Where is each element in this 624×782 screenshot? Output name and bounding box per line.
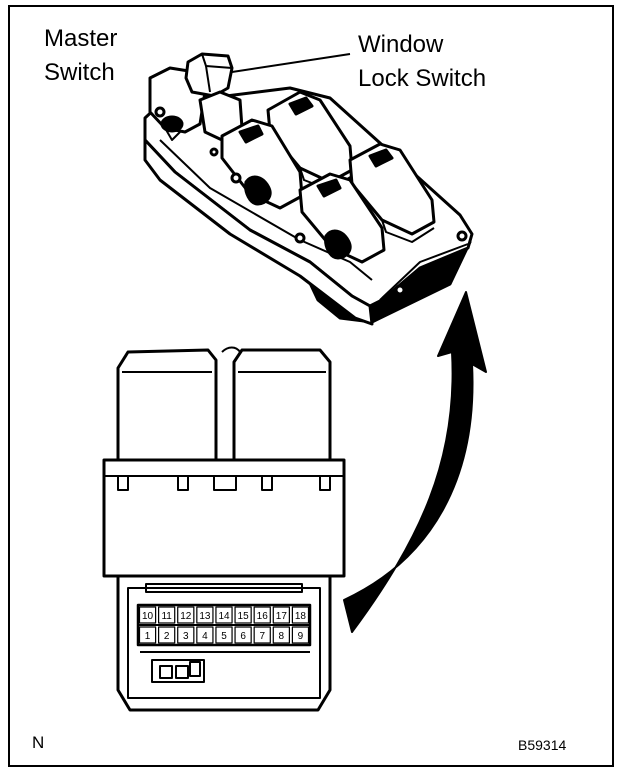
pin-cell bbox=[272, 606, 290, 624]
pin-cell bbox=[253, 606, 271, 624]
pin-cell bbox=[215, 626, 233, 644]
figure-code: B59314 bbox=[518, 737, 567, 753]
pin-number: 1 bbox=[145, 631, 151, 642]
master-switch-assembly bbox=[143, 52, 474, 326]
window-lock-label-line1: Window bbox=[358, 31, 444, 58]
pin-cell bbox=[196, 626, 214, 644]
pin-cell bbox=[253, 626, 271, 644]
pin-number: 7 bbox=[259, 631, 265, 642]
curved-arrow bbox=[343, 291, 487, 633]
master-switch-label-line1: Master bbox=[44, 25, 118, 52]
pin-number: 5 bbox=[221, 631, 227, 642]
pin-number: 17 bbox=[276, 611, 288, 622]
corner-label: N bbox=[32, 733, 45, 752]
window-lock-label-line2: Lock Switch bbox=[358, 65, 487, 92]
pin-cell bbox=[291, 626, 310, 644]
pin-number: 15 bbox=[238, 611, 250, 622]
pin-cell bbox=[177, 606, 195, 624]
pin-number: 3 bbox=[183, 631, 189, 642]
pin-cell bbox=[215, 606, 233, 624]
pin-number: 12 bbox=[180, 611, 192, 622]
pin-number: 4 bbox=[202, 631, 208, 642]
pin-cell bbox=[177, 626, 195, 644]
pin-cell bbox=[138, 606, 157, 624]
master-switch-label-line2: Switch bbox=[44, 59, 115, 86]
pin-number: 11 bbox=[161, 611, 172, 622]
pin-cell bbox=[272, 626, 290, 644]
pin-cell bbox=[138, 626, 157, 644]
pin-number: 6 bbox=[240, 631, 246, 642]
pin-cell bbox=[291, 606, 310, 624]
pin-number: 13 bbox=[199, 611, 211, 622]
pin-number: 9 bbox=[298, 631, 304, 642]
pin-cell bbox=[234, 626, 252, 644]
window-lock-leader-line bbox=[231, 53, 351, 73]
pin-cell bbox=[234, 606, 252, 624]
pin-number: 18 bbox=[295, 611, 307, 622]
pin-number: 8 bbox=[279, 631, 285, 642]
pin-number: 2 bbox=[164, 631, 170, 642]
pin-cell bbox=[196, 606, 214, 624]
connector-assembly bbox=[102, 346, 346, 712]
pin-number: 16 bbox=[257, 611, 269, 622]
pin-cell bbox=[158, 626, 176, 644]
pin-cell bbox=[158, 606, 176, 624]
pin-number: 10 bbox=[142, 611, 154, 622]
pin-number: 14 bbox=[218, 611, 230, 622]
